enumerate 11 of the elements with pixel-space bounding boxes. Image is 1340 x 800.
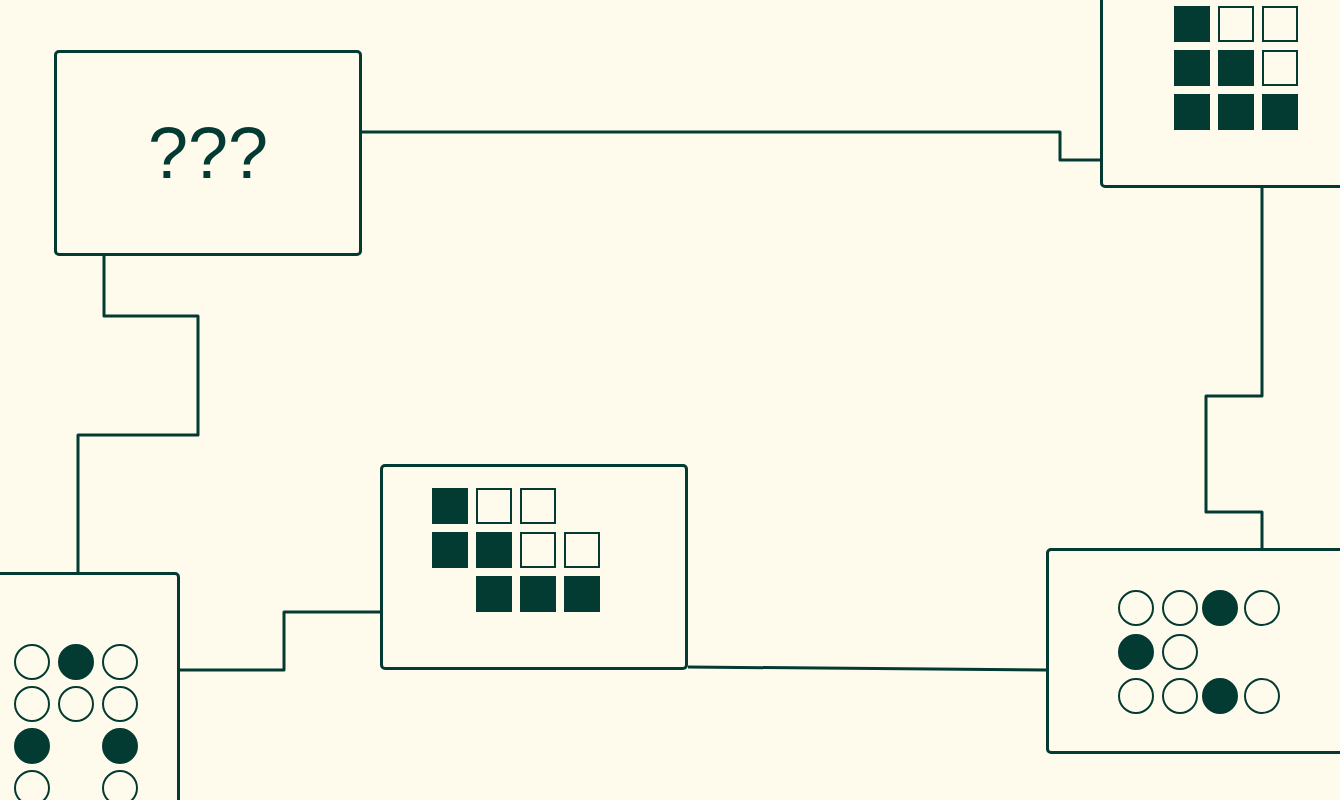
pattern-box — [380, 464, 688, 670]
pattern-box — [1100, 0, 1340, 188]
process-box — [54, 50, 362, 256]
connector-line — [180, 610, 380, 672]
connector-line — [76, 256, 200, 572]
pattern-box — [1046, 548, 1340, 754]
pattern-box — [0, 572, 180, 800]
connector-line — [688, 665, 1046, 672]
connector-line — [1204, 188, 1264, 548]
node-label: ??? — [147, 117, 269, 189]
connector-line — [362, 130, 1100, 162]
